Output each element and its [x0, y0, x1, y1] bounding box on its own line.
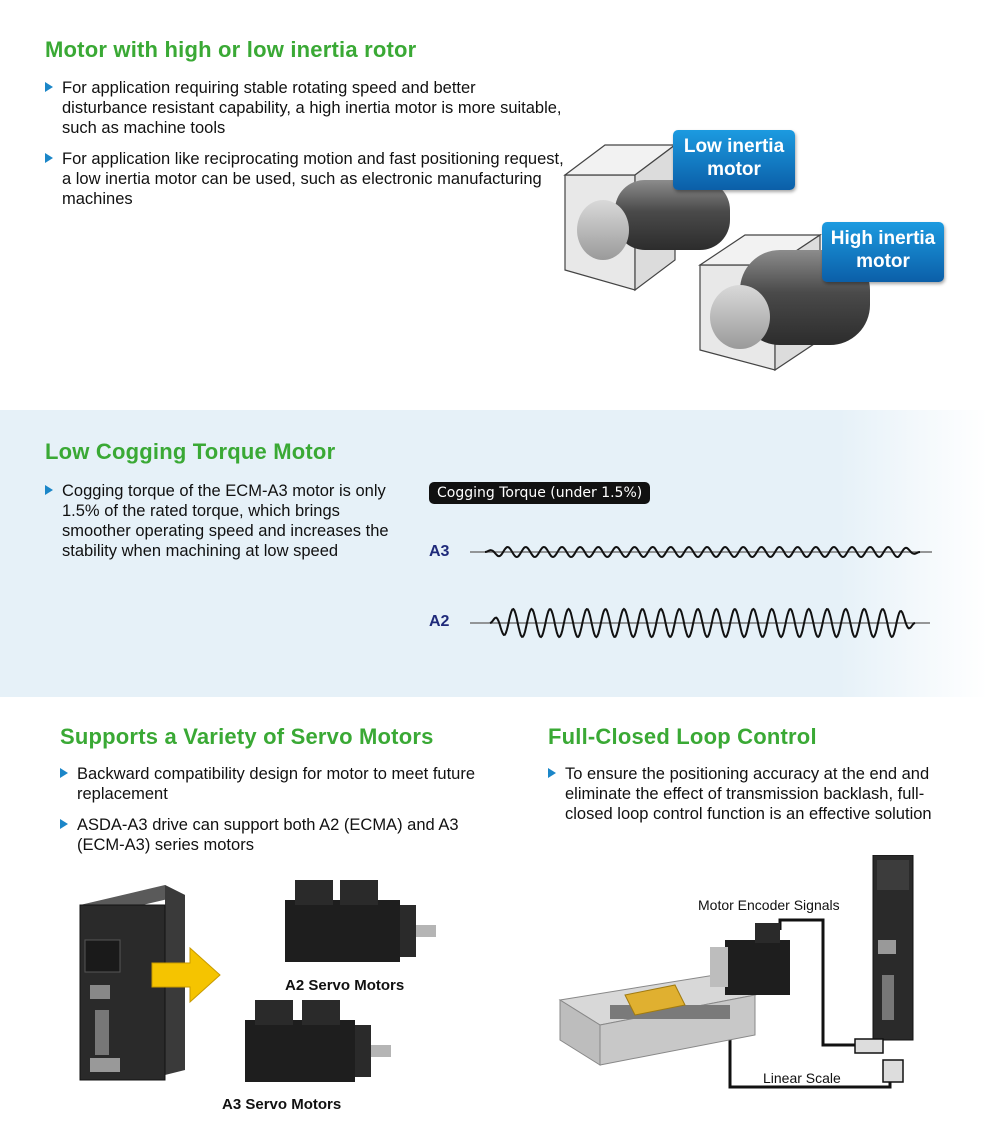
section-title-servo-motors: Supports a Variety of Servo Motors — [60, 724, 434, 749]
bullet-arrow-icon — [45, 82, 53, 92]
linear-scale-label: Linear Scale — [763, 1070, 841, 1086]
section-title-closed-loop: Full-Closed Loop Control — [548, 724, 817, 749]
wave-label-a2: A2 — [429, 613, 450, 630]
servo-motor — [710, 923, 790, 995]
section-title-inertia: Motor with high or low inertia rotor — [45, 37, 417, 62]
list-item: ASDA-A3 drive can support both A2 (ECMA)… — [60, 815, 510, 855]
bullet-arrow-icon — [548, 768, 556, 778]
bullet-arrow-icon — [60, 768, 68, 778]
cogging-torque-label: Cogging Torque (under 1.5%) — [429, 482, 651, 504]
servo-drive — [872, 855, 914, 1041]
a3-motors-caption: A3 Servo Motors — [222, 1096, 342, 1113]
closed-loop-bullet-list: To ensure the positioning accuracy at th… — [548, 764, 958, 835]
list-item: Backward compatibility design for motor … — [60, 764, 510, 804]
closed-loop-illustration — [558, 855, 914, 1089]
list-item: Cogging torque of the ECM-A3 motor is on… — [45, 481, 405, 561]
cogging-section-background — [0, 410, 987, 697]
section-title-cogging: Low Cogging Torque Motor — [45, 439, 336, 464]
low-inertia-callout: Low inertia motor — [673, 130, 795, 190]
low-inertia-motor — [563, 143, 730, 292]
bullet-arrow-icon — [60, 819, 68, 829]
inertia-motors-illustration — [563, 143, 870, 372]
connector-icon — [882, 1059, 904, 1083]
bullet-arrow-icon — [45, 485, 53, 495]
arrow-right-icon — [151, 946, 221, 1004]
bullet-arrow-icon — [45, 153, 53, 163]
drive-and-motors-illustration — [79, 880, 436, 1082]
connector-icon — [854, 1038, 884, 1054]
a2-motors-caption: A2 Servo Motors — [285, 977, 405, 994]
linear-stage — [558, 974, 757, 1066]
servo-bullet-list: Backward compatibility design for motor … — [60, 764, 510, 866]
list-item: For application requiring stable rotatin… — [45, 78, 565, 138]
wave-label-a3: A3 — [429, 543, 450, 560]
cogging-bullet-list: Cogging torque of the ECM-A3 motor is on… — [45, 481, 405, 572]
servo-drive — [79, 885, 185, 1081]
a3-servo-motor — [245, 1000, 391, 1082]
list-item: To ensure the positioning accuracy at th… — [548, 764, 958, 824]
list-item: For application like reciprocating motio… — [45, 149, 565, 209]
inertia-bullet-list: For application requiring stable rotatin… — [45, 78, 565, 220]
a2-cogging-wave — [489, 607, 916, 639]
a2-servo-motor — [285, 880, 436, 962]
high-inertia-callout: High inertia motor — [822, 222, 944, 282]
encoder-signals-label: Motor Encoder Signals — [698, 897, 840, 913]
cogging-waves-graphic — [470, 545, 932, 639]
a3-cogging-wave — [484, 545, 921, 559]
